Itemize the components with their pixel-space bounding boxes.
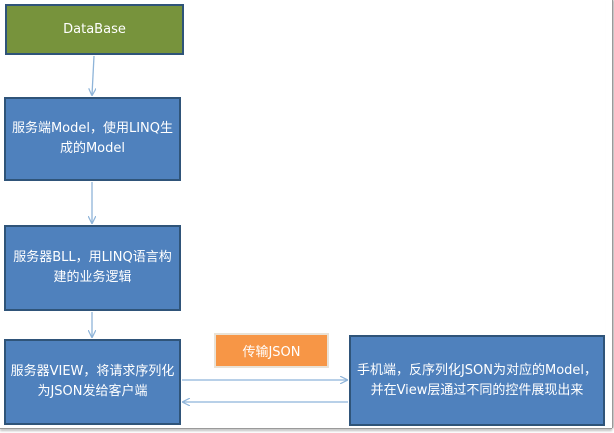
mobile-node: 手机端，反序列化JSON为对应的Model，并在View层通过不同的控件展现出来	[349, 335, 605, 426]
server-view-node: 服务器VIEW，将请求序列化为JSON发给客户端	[4, 339, 181, 425]
frame-shadow-bottom	[0, 426, 612, 429]
transfer-json-label: 传输JSON	[214, 333, 329, 368]
database-node: DataBase	[5, 4, 184, 55]
server-model-node-label: 服务端Model，使用LINQ生成的Model	[11, 121, 174, 156]
arrow-database-to-model	[92, 55, 94, 95]
server-model-node: 服务端Model，使用LINQ生成的Model	[4, 97, 181, 181]
server-bll-node: 服务器BLL，用LINQ语言构建的业务逻辑	[4, 225, 181, 311]
mobile-node-label: 手机端，反序列化JSON为对应的Model，并在View层通过不同的控件展现出来	[356, 362, 598, 398]
server-view-node-label: 服务器VIEW，将请求序列化为JSON发给客户端	[10, 364, 175, 399]
server-bll-node-label: 服务器BLL，用LINQ语言构建的业务逻辑	[13, 250, 172, 285]
database-node-label: DataBase	[63, 21, 126, 37]
frame-shadow-right	[606, 0, 613, 428]
